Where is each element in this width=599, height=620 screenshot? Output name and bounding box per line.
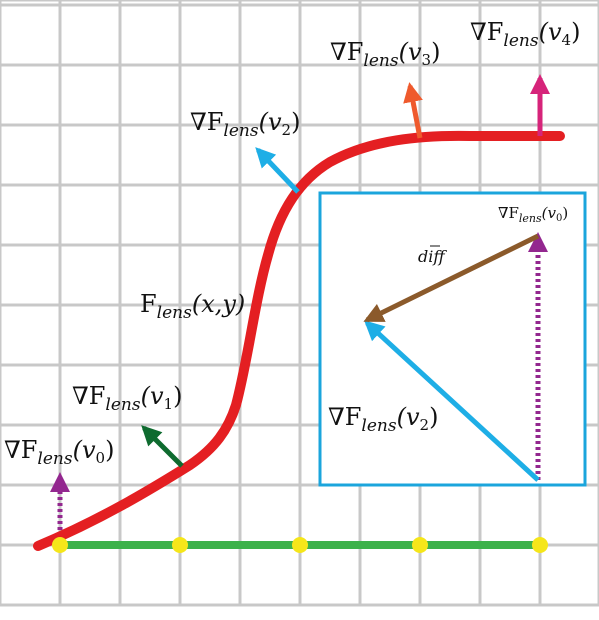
sample-point-v3 bbox=[412, 537, 428, 553]
inset-box bbox=[318, 191, 587, 487]
sample-point-v1 bbox=[172, 537, 188, 553]
sample-points bbox=[52, 537, 548, 553]
inset-v2-arrow bbox=[364, 320, 540, 482]
label-grad-v0: ∇Flens(v0) bbox=[4, 436, 114, 469]
sample-point-v2 bbox=[292, 537, 308, 553]
label-grad-v4: ∇Flens(v4) bbox=[470, 18, 580, 51]
gradient-arrow-v2 bbox=[255, 147, 300, 194]
cropped-caption-strip bbox=[0, 604, 599, 620]
inset-label-grad-v0: ∇Flens(v0) bbox=[498, 204, 568, 225]
gradient-arrow-v3 bbox=[403, 82, 423, 139]
label-grad-v3: ∇Flens(v3) bbox=[330, 38, 440, 71]
label-grad-v2: ∇Flens(v2) bbox=[190, 108, 300, 141]
lens-curve bbox=[33, 130, 565, 551]
inset-label-grad-v2: ∇Flens(v2) bbox=[328, 403, 438, 436]
sample-point-v0 bbox=[52, 537, 68, 553]
inset-label-diff: diff bbox=[418, 247, 447, 266]
label-grad-v1: ∇Flens(v1) bbox=[72, 382, 182, 415]
gradient-arrow-v1 bbox=[141, 425, 184, 468]
inset-diff-arrow bbox=[363, 233, 540, 323]
label-curve-function: Flens(x,y) bbox=[140, 290, 245, 323]
sample-point-v4 bbox=[532, 537, 548, 553]
